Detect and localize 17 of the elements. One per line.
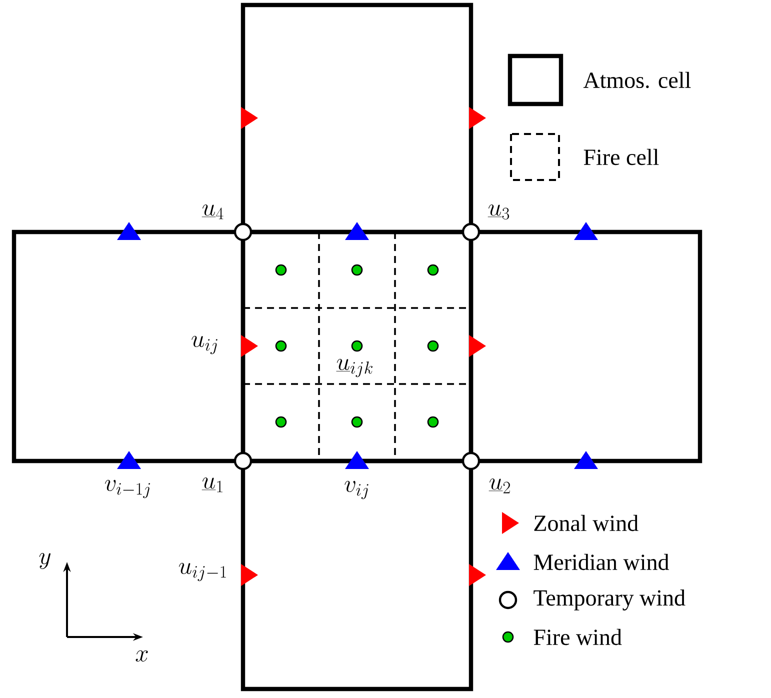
legend-text: Fire cell bbox=[584, 148, 659, 166]
math-label: $\underline{u}_{ijk}$ bbox=[336, 358, 373, 378]
math-label: $u_{ij}$ bbox=[192, 336, 218, 354]
legend-text: Fire wind bbox=[534, 628, 622, 646]
math-label: $v_{i-1j}$ bbox=[104, 480, 150, 498]
legend-text: Zonal wind bbox=[534, 514, 638, 532]
math-label: $\underline{u}_3$ bbox=[488, 204, 510, 220]
math-label: $\underline{u}_4$ bbox=[202, 204, 224, 220]
math-label: $x$ bbox=[136, 650, 148, 662]
math-label: $\underline{u}_1$ bbox=[202, 478, 222, 492]
math-label: $v_{ij}$ bbox=[344, 480, 368, 500]
legend-text: Meridian wind bbox=[534, 554, 669, 570]
math-label: $\underline{u}_2$ bbox=[488, 478, 510, 494]
math-label: $u_{ij-1}$ bbox=[178, 562, 226, 582]
math-label: $y$ bbox=[39, 552, 50, 570]
legend-text: Temporary wind bbox=[534, 590, 686, 610]
legend-text: Atmos. cell bbox=[583, 72, 691, 88]
